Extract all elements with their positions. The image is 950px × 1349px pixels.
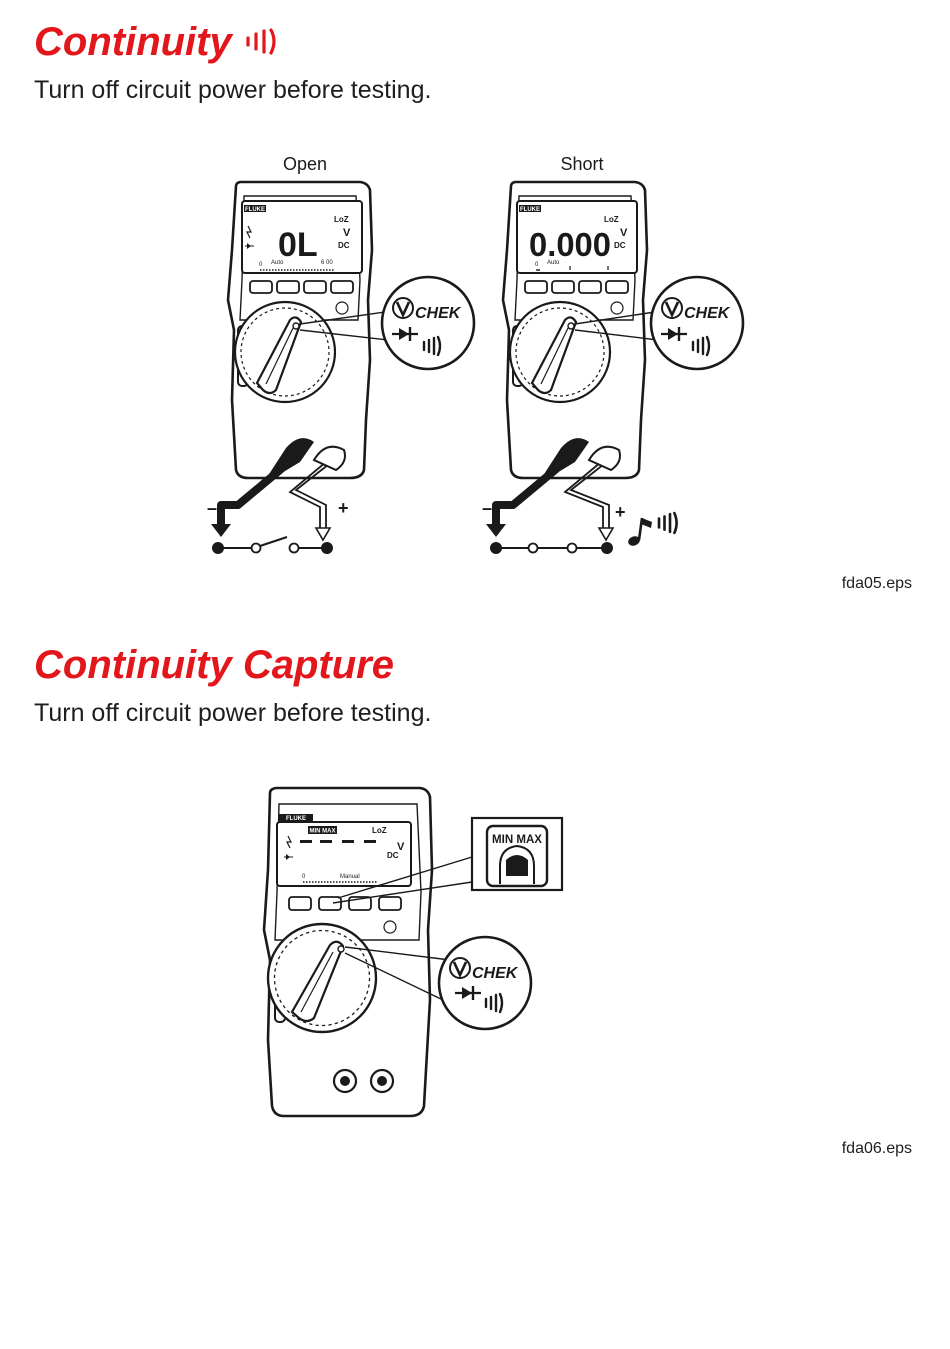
- svg-text:FLUKE: FLUKE: [245, 207, 265, 213]
- svg-text:DC: DC: [387, 851, 399, 860]
- svg-text:+: +: [615, 502, 626, 522]
- svg-text:V: V: [343, 227, 351, 239]
- svg-text:+: +: [338, 498, 349, 518]
- svg-text:–: –: [482, 498, 492, 518]
- svg-text:FLUKE: FLUKE: [520, 207, 540, 213]
- section2-instruction: Turn off circuit power before testing.: [34, 699, 432, 727]
- section1-instruction: Turn off circuit power before testing.: [34, 76, 432, 104]
- svg-text:LoZ: LoZ: [604, 215, 619, 224]
- figure-caption-fda05: fda05.eps: [841, 575, 912, 592]
- svg-text:LoZ: LoZ: [334, 215, 349, 224]
- svg-text:–: –: [207, 498, 217, 518]
- section-title-continuity-capture: Continuity Capture: [34, 643, 394, 687]
- svg-text:DC: DC: [614, 241, 626, 250]
- svg-text:CHEK: CHEK: [415, 305, 462, 322]
- meter-open: Open FLUKE LoZ 0L V DC 0 Auto 6 00: [207, 154, 476, 554]
- svg-text:Auto: Auto: [547, 260, 560, 266]
- svg-text:CHEK: CHEK: [684, 305, 731, 322]
- music-note-icon: [628, 517, 652, 546]
- svg-text:DC: DC: [338, 241, 350, 250]
- figure-caption-fda06: fda06.eps: [841, 1140, 912, 1157]
- svg-text:LoZ: LoZ: [372, 826, 387, 835]
- svg-text:FLUKE: FLUKE: [286, 816, 306, 822]
- minmax-indicator: MIN MAX: [310, 829, 336, 835]
- meter-label-short: Short: [560, 154, 603, 174]
- section-title-continuity: Continuity: [34, 20, 232, 64]
- minmax-callout-label: MIN MAX: [492, 832, 542, 846]
- svg-text:V: V: [620, 227, 628, 239]
- minmax-button: [318, 896, 342, 911]
- meter-capture: FLUKE MIN MAX LoZ V DC 0 Manual MIN MAX: [262, 786, 564, 1118]
- svg-text:CHEK: CHEK: [472, 965, 519, 982]
- svg-text:0: 0: [302, 874, 306, 880]
- meter-label-open: Open: [283, 154, 327, 174]
- meter-short: Short FLUKE LoZ 0.000 V DC 0 Auto CHEK: [482, 154, 745, 554]
- backlight-icon: [335, 301, 349, 315]
- svg-text:V: V: [397, 841, 405, 853]
- svg-text:0: 0: [535, 262, 539, 268]
- svg-text:6 00: 6 00: [321, 260, 333, 266]
- backlight-icon: [383, 920, 397, 934]
- svg-text:0: 0: [259, 262, 263, 268]
- display-value-short: 0.000: [529, 226, 611, 263]
- svg-text:Auto: Auto: [271, 260, 284, 266]
- svg-text:Manual: Manual: [340, 874, 360, 880]
- display-value-open: 0L: [278, 226, 318, 264]
